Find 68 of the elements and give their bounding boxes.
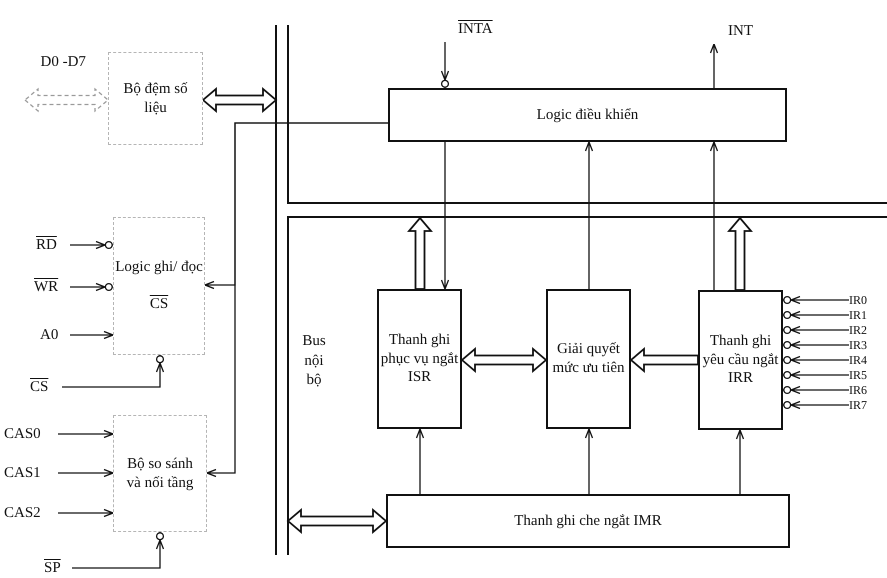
signal-arrow (783, 370, 849, 380)
signal-label: A0 (40, 324, 70, 346)
signal-label: IR0 (849, 292, 887, 308)
signal-arrow (70, 330, 114, 340)
block-label: Thanh ghi che ngắt IMR (514, 512, 662, 530)
signal-label: IR7 (849, 397, 887, 413)
block-label: Bộ đệm số liệu (123, 80, 188, 118)
signal-label: INT (706, 20, 768, 44)
bus-arrow (727, 216, 753, 291)
block-label: Logic điều khiển (536, 106, 638, 124)
signal-arrow (206, 122, 388, 478)
signal-arrow (58, 430, 114, 438)
function-block (113, 217, 205, 355)
signal-arrow (783, 326, 849, 334)
register-block (386, 494, 790, 548)
signal-arrow (584, 141, 594, 289)
block-label: Giải quyết mức ưu tiên (551, 340, 626, 378)
signal-arrow (710, 43, 718, 88)
signal-label: IR4 (849, 352, 887, 368)
block-label: Thanh ghi yêu cầu ngắt IRR (702, 332, 780, 388)
signal-label: IR3 (849, 337, 887, 353)
bus-arrow (286, 508, 388, 534)
signal-arrow (584, 428, 594, 494)
signal-arrow (783, 386, 849, 394)
signal-arrow (72, 532, 164, 569)
block-label: CS (150, 295, 168, 314)
signal-arrow (783, 400, 849, 410)
signal-arrow (58, 508, 114, 518)
signal-label: WR (34, 276, 70, 298)
signal-label: IR2 (849, 322, 887, 338)
signal-label: CAS0 (4, 423, 58, 445)
block-label: Logic ghi/ đọc (115, 258, 203, 277)
function-block (108, 52, 203, 145)
bus-arrow (630, 347, 699, 373)
signal-arrow (70, 282, 113, 292)
signal-arrow (440, 42, 450, 88)
signal-arrow (440, 142, 450, 290)
bus-arrow (460, 347, 548, 373)
block-label: Thanh ghi phục vụ ngắt ISR (380, 330, 460, 388)
bus-arrow (24, 88, 109, 112)
bus-arrow (407, 216, 433, 290)
signal-arrow (783, 296, 849, 304)
signal-arrow (62, 355, 164, 388)
register-block (698, 290, 783, 430)
signal-arrow (58, 468, 114, 478)
signal-label: CAS1 (4, 462, 58, 484)
signal-label: CAS2 (4, 502, 58, 524)
signal-label: IR6 (849, 382, 887, 398)
signal-label: SP (44, 557, 72, 578)
bus-arrow (202, 87, 278, 113)
function-block (113, 415, 207, 532)
signal-label: IR5 (849, 367, 887, 383)
signal-arrow (416, 428, 424, 494)
block-label: Bộ so sánh và nối tầng (126, 454, 194, 492)
signal-label: INTA (438, 18, 510, 42)
signal-label: CS (30, 376, 62, 398)
signal-arrow (783, 340, 849, 350)
signal-arrow (783, 356, 849, 364)
signal-arrow (70, 240, 113, 250)
signal-label: RD (36, 234, 70, 256)
register-block (546, 289, 631, 429)
register-block (388, 88, 787, 142)
signal-arrow (736, 429, 744, 494)
signal-arrow (783, 310, 849, 320)
bus-label: Bus nội bộ (301, 332, 327, 390)
signal-arrow (710, 141, 718, 290)
register-block (377, 289, 462, 429)
signal-label: IR1 (849, 307, 887, 323)
